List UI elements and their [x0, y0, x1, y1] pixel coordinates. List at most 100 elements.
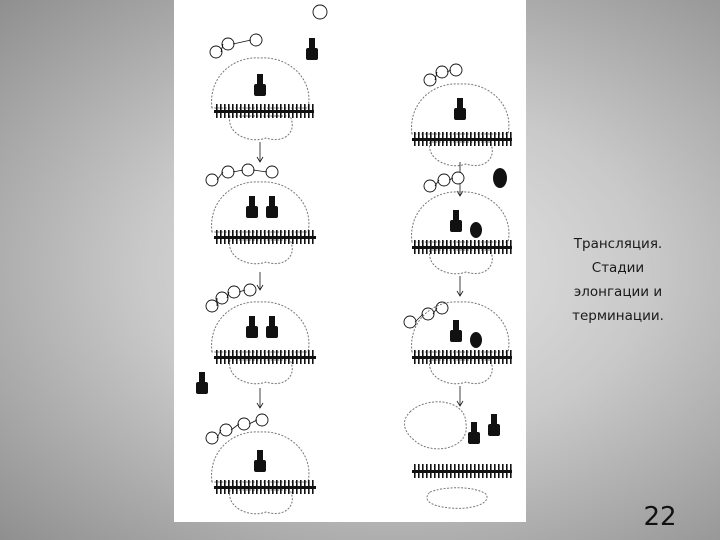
right-step3-mrna-base-tick — [446, 350, 448, 356]
bound-release-factor — [470, 222, 482, 238]
final-mrna-base-tick — [478, 464, 480, 470]
left-step1-mrna-base-tick — [236, 104, 238, 110]
right-step3-mrna-base-tick — [442, 350, 444, 356]
right-step3-chain-amino-acid — [422, 308, 434, 320]
left-step3-mrna-base-tick — [288, 350, 290, 356]
left-step2-mrna-base-tick — [232, 239, 234, 244]
right-step3-mrna-base-tick — [422, 359, 424, 364]
final-mrna-base-tick — [422, 473, 424, 478]
left-step1-mrna-base-tick — [296, 113, 298, 118]
left-step4-mrna-base-tick — [308, 489, 310, 494]
left-step2-trna-p-stem — [249, 196, 255, 206]
right-step3-trna-stem — [453, 320, 459, 330]
left-step4-chain-amino-acid — [238, 418, 250, 430]
left-step4-mrna-base-tick — [220, 489, 222, 494]
left-step4-mrna-base-tick — [264, 489, 266, 494]
right-step1-mrna-base-tick — [502, 141, 504, 146]
left-step2-mrna-base-tick — [288, 230, 290, 236]
left-step1-mrna-base-tick — [220, 113, 222, 118]
left-step2-mrna-base-tick — [216, 239, 218, 244]
final-mrna-base-tick — [426, 464, 428, 470]
left-step3-chain-amino-acid — [244, 284, 256, 296]
caption-line: Стадии — [548, 256, 688, 280]
left-step2-mrna-base-tick — [224, 230, 226, 236]
right-step1-mrna-base-tick — [458, 132, 460, 138]
left-step4-mrna-base-tick — [276, 480, 278, 486]
left-step4-mrna-base-tick — [284, 489, 286, 494]
final-mrna-base-tick — [458, 464, 460, 470]
right-step2-ribosome-large-subunit — [412, 192, 509, 242]
left-step2-mrna-base-tick — [296, 239, 298, 244]
left-step3-mrna-base-tick — [232, 350, 234, 356]
right-step2-mrna-base-tick — [434, 240, 436, 246]
left-step1-mrna-base-tick — [216, 113, 218, 118]
left-step3-mrna-base-tick — [268, 359, 270, 364]
right-step3-mrna-base-tick — [430, 359, 432, 364]
right-step2-mrna-base-tick — [478, 249, 480, 254]
left-step2-mrna-base-tick — [216, 230, 218, 236]
left-step2-mrna-base-tick — [264, 230, 266, 236]
left-step3-mrna-base-tick — [236, 359, 238, 364]
right-step3-chain-amino-acid — [436, 302, 448, 314]
left-step3-mrna-base-tick — [216, 359, 218, 364]
right-step2-mrna-base-tick — [458, 240, 460, 246]
left-step1-mrna-base-tick — [256, 104, 258, 110]
caption-line: элонгации и — [548, 280, 688, 304]
left-step1-mrna-base-tick — [284, 113, 286, 118]
right-step1-mrna-base-tick — [486, 141, 488, 146]
left-step3-mrna-base-tick — [264, 359, 266, 364]
incoming-amino-acid — [313, 5, 327, 19]
right-step3-mrna-base-tick — [510, 359, 512, 364]
right-step2-mrna-base-tick — [466, 249, 468, 254]
left-step3-mrna-base-tick — [304, 359, 306, 364]
left-step3-trna-p-body — [246, 326, 258, 338]
right-step3-mrna-base-tick — [482, 359, 484, 364]
left-step2-mrna-base-tick — [228, 239, 230, 244]
left-step1-mrna-base-tick — [224, 113, 226, 118]
final-mrna-base-tick — [418, 473, 420, 478]
final-mrna-base-tick — [434, 473, 436, 478]
right-step1-mrna-base-tick — [494, 132, 496, 138]
right-step1-chain-amino-acid — [450, 64, 462, 76]
right-step3-mrna-base-tick — [494, 359, 496, 364]
left-step1-mrna-base-tick — [300, 113, 302, 118]
right-step2-mrna-base-tick — [418, 249, 420, 254]
left-step4-mrna-base-tick — [304, 489, 306, 494]
right-step1-mrna-base-tick — [446, 141, 448, 146]
right-step3-mrna-base-tick — [418, 350, 420, 356]
left-step3-mrna-base-tick — [280, 350, 282, 356]
left-step2-mrna-base-tick — [232, 230, 234, 236]
left-step1-mrna-base-tick — [312, 104, 314, 110]
right-step3-mrna-base-tick — [502, 350, 504, 356]
right-step2-mrna-base-tick — [430, 240, 432, 246]
final-mrna-base-tick — [430, 473, 432, 478]
right-step2-mrna-base-tick — [494, 249, 496, 254]
right-step2-trna-stem — [453, 210, 459, 220]
final-mrna-base-tick — [438, 464, 440, 470]
left-step4-mrna-base-tick — [224, 489, 226, 494]
left-step1-mrna-base-tick — [280, 113, 282, 118]
left-step2-chain-amino-acid — [266, 166, 278, 178]
right-step3-mrna-base-tick — [426, 359, 428, 364]
left-step1-mrna-base-tick — [224, 104, 226, 110]
left-step3-mrna-base-tick — [248, 350, 250, 356]
left-step3-mrna-base-tick — [268, 350, 270, 356]
right-step3-mrna-base-tick — [478, 359, 480, 364]
left-step4-mrna-base-tick — [280, 480, 282, 486]
left-step3-mrna-base-tick — [292, 350, 294, 356]
right-step1-mrna-base-tick — [482, 141, 484, 146]
left-step1-trna-stem — [257, 74, 263, 84]
left-step3-mrna-base-tick — [308, 350, 310, 356]
right-step3-mrna-base-tick — [502, 359, 504, 364]
left-step1-mrna-base-tick — [260, 113, 262, 118]
left-step3-mrna-base-tick — [288, 359, 290, 364]
final-mrna-base-tick — [442, 473, 444, 478]
final-mrna-base-tick — [482, 464, 484, 470]
left-step3-mrna-base-tick — [248, 359, 250, 364]
right-step1-mrna-base-tick — [470, 132, 472, 138]
right-step2-mrna-base-tick — [494, 240, 496, 246]
final-mrna-base-tick — [510, 464, 512, 470]
left-step4-mrna-base-tick — [228, 489, 230, 494]
left-step2-mrna-base-tick — [236, 239, 238, 244]
left-step4-mrna-base-tick — [256, 480, 258, 486]
